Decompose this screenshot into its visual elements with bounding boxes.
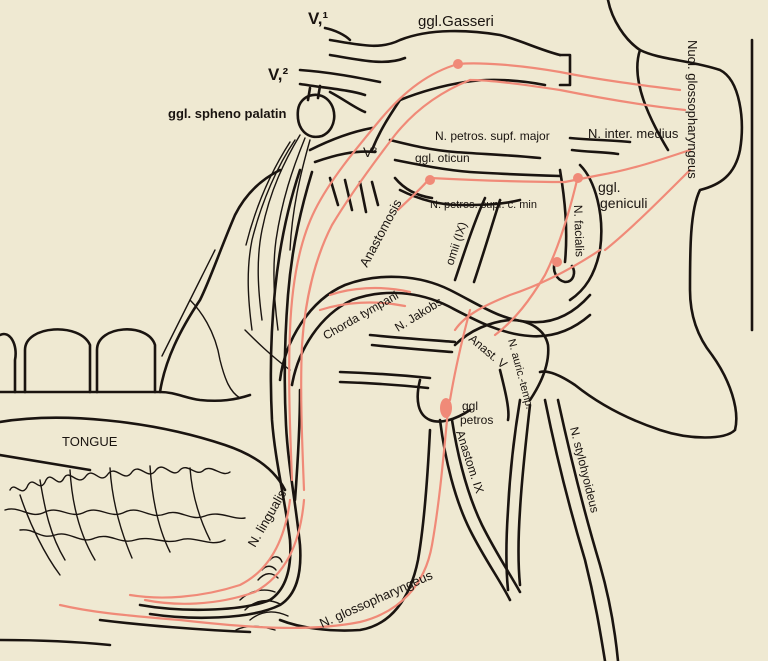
label-v1: V,¹ <box>308 9 329 28</box>
label-n-petros-supf-min: N. petros. supf. c. min <box>430 199 537 211</box>
teeth-outline <box>0 328 252 403</box>
stylohyoid-nerve <box>543 398 620 661</box>
label-anastom-ix: Anastom. IX <box>453 429 487 496</box>
label-v2: V,² <box>268 65 289 84</box>
spheno-palatine-rootlets <box>245 134 311 331</box>
label-nucl-glossopharyngeus: Nucl. glossopharyngeus <box>685 40 700 179</box>
label-tongue: TONGUE <box>62 434 118 449</box>
label-anast-v: Anast. V <box>466 332 510 372</box>
label-n-facialis: N. facialis <box>571 205 587 257</box>
label-ggl-geniculi-1: ggl. <box>598 179 621 195</box>
label-ggl-spheno-palatin: ggl. spheno palatin <box>168 106 287 121</box>
skull-outline <box>538 0 754 439</box>
label-n-inter-medius: N. inter. medius <box>588 126 679 141</box>
label-omii-ix: omii (IX) <box>443 220 470 267</box>
label-ggl-geniculi-2: geniculi <box>600 195 647 211</box>
label-ggl-petros-2: petros <box>460 413 493 427</box>
tongue-papillae <box>4 465 246 576</box>
label-anastomosis: Anastomosis <box>356 196 404 269</box>
tongue-outline <box>0 416 287 647</box>
label-n-glossopharyngeus: N. glossopharyngeus <box>317 567 435 631</box>
label-ggl-gasseri: ggl.Gasseri <box>418 13 494 30</box>
label-v3: V³ <box>363 144 377 160</box>
auriculotemporal-nerve <box>338 318 550 592</box>
labels: V,¹ V,² V³ ggl.Gasseri ggl. spheno palat… <box>62 9 700 631</box>
glossopharyngeal-trunk <box>98 378 522 634</box>
label-n-petros-supf-major: N. petros. supf. major <box>435 129 550 143</box>
lingual-nerve <box>138 168 314 620</box>
taste-pathway <box>58 59 692 630</box>
label-ggl-oticum: ggl. oticun <box>415 151 470 165</box>
label-n-stylohyoideus: N. stylohyoideus <box>567 425 602 514</box>
label-n-lingualis: N. lingualis <box>245 487 290 550</box>
jakobson-nerve <box>453 196 502 284</box>
label-ggl-petros-1: ggl <box>462 399 478 413</box>
palate-outline <box>158 168 291 399</box>
spheno-palatine-ganglion <box>296 84 367 139</box>
